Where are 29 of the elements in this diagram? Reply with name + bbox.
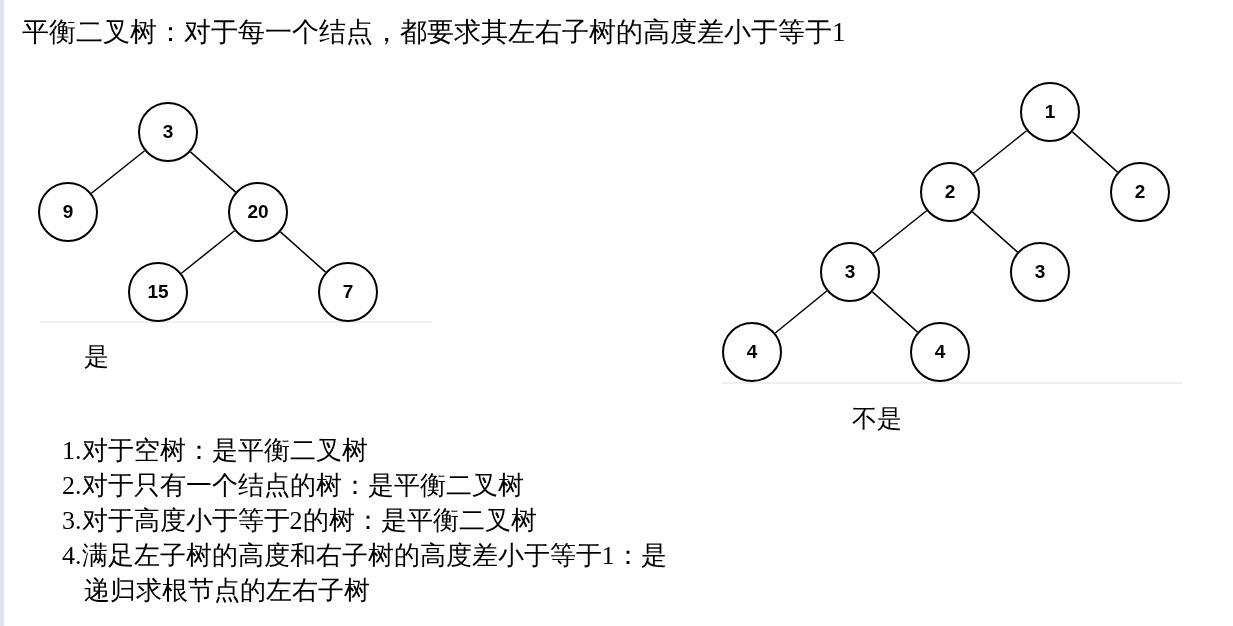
list-item: 2.对于只有一个结点的树：是平衡二叉树 (62, 470, 525, 502)
tree-edge (871, 291, 919, 333)
tree-edge (279, 231, 327, 273)
list-item: 1.对于空树：是平衡二叉树 (62, 435, 369, 467)
tree-edge (774, 290, 828, 334)
tree-edge (180, 230, 236, 274)
tree-edge (1071, 131, 1119, 173)
tree-node-circle: 4 (910, 322, 970, 382)
tree-edge (971, 211, 1019, 253)
tree-node-circle: 2 (1110, 162, 1170, 222)
list-item: 4.满足左子树的高度和右子树的高度差小于等于1：是递归求根节点的左右子树 (62, 540, 668, 607)
tree-node-circle: 3 (1010, 242, 1070, 302)
list-item: 3.对于高度小于等于2的树：是平衡二叉树 (62, 505, 538, 537)
tree-node-circle: 20 (228, 182, 288, 242)
tree-edge (90, 150, 146, 194)
tree-node-circle: 3 (820, 242, 880, 302)
tree-node-circle: 1 (1020, 82, 1080, 142)
tree-edge (972, 130, 1028, 174)
tree-edge (872, 210, 928, 254)
verdict-label: 是 (84, 342, 109, 372)
title: 平衡二叉树：对于每一个结点，都要求其左右子树的高度差小于等于1 (22, 16, 846, 49)
tree-node-circle: 9 (38, 182, 98, 242)
tree-edge (189, 151, 237, 193)
tree-node-circle: 4 (722, 322, 782, 382)
tree-node-circle: 15 (128, 262, 188, 322)
tree-node-circle: 3 (138, 102, 198, 162)
verdict-label: 不是 (852, 404, 902, 434)
tree-node-circle: 2 (920, 162, 980, 222)
tree-node-circle: 7 (318, 262, 378, 322)
